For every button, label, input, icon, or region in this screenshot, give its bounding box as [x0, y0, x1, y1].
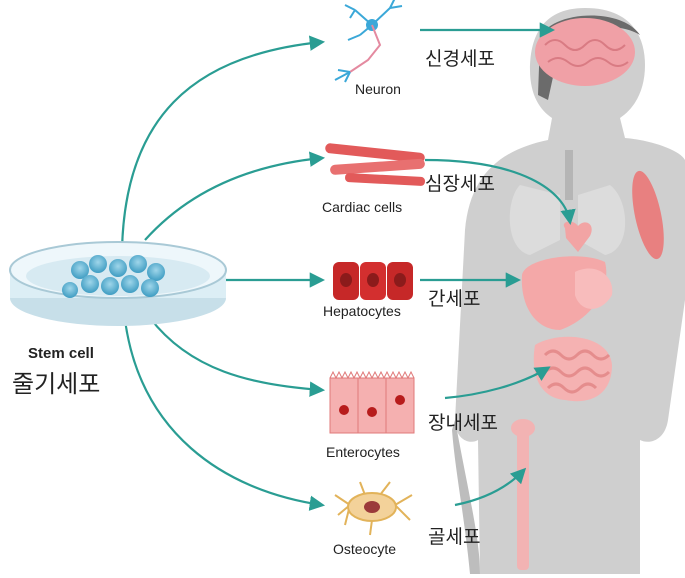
arrow-to-enterocytes	[149, 317, 326, 397]
osteocyte-label-kr: 골세포	[428, 526, 481, 548]
enterocytes-label-en: Enterocytes	[326, 444, 400, 460]
differentiation-arrows	[120, 22, 576, 511]
arrow-cardiac-heart	[424, 158, 576, 226]
hepatocytes-label-kr: 간세포	[428, 288, 481, 310]
brain-organ	[535, 18, 635, 86]
hepatocytes-label-en: Hepatocytes	[323, 303, 401, 319]
stomach-organ	[575, 268, 613, 309]
neuron-label-kr: 신경세포	[425, 48, 495, 70]
bone	[511, 419, 535, 570]
stem-cell-label-kr: 줄기세포	[12, 370, 101, 398]
arrow-to-cardiac	[144, 151, 326, 241]
cardiac-cells-icon	[325, 143, 426, 186]
arm-muscle	[632, 170, 664, 260]
cardiac-label-kr: 심장세포	[425, 173, 495, 195]
intestines-organ	[533, 336, 612, 402]
arrow-to-osteocyte	[123, 319, 326, 511]
osteocyte-label-en: Osteocyte	[333, 541, 397, 557]
neuron-icon	[334, 0, 403, 83]
hepatocytes-icon	[333, 262, 413, 300]
heart-organ	[563, 221, 592, 252]
petri-dish	[9, 241, 227, 326]
enterocytes-label-kr: 장내세포	[428, 412, 498, 434]
osteocyte-icon	[334, 481, 413, 536]
enterocytes-icon	[329, 370, 415, 434]
arrow-osteo-bone	[454, 467, 527, 507]
stem-cells	[62, 255, 165, 298]
arrow-to-neuron	[120, 35, 326, 251]
stem-cell-label-en: Stem cell	[28, 345, 94, 362]
lungs-organ	[509, 150, 626, 255]
arrow-entero-intestine	[444, 366, 551, 400]
cardiac-label-en: Cardiac cells	[322, 199, 403, 215]
neuron-label-en: Neuron	[355, 81, 401, 97]
